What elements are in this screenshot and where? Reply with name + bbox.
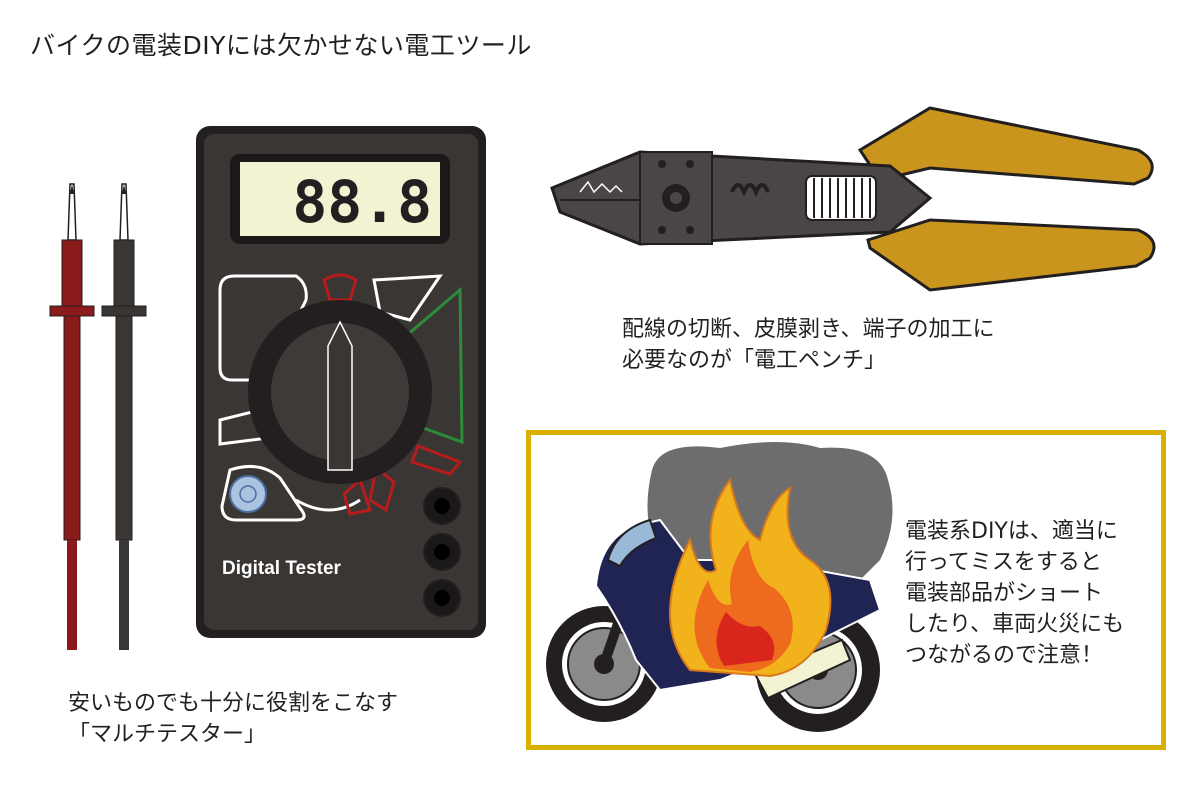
pliers-caption-line-1: 配線の切断、皮膜剥き、端子の加工に xyxy=(622,317,995,342)
pliers-caption: 配線の切断、皮膜剥き、端子の加工に 必要なのが「電工ペンチ」 xyxy=(622,314,994,376)
multimeter-icon xyxy=(196,126,486,638)
warning-caption-line-1: 電装系DIYは、適当に xyxy=(905,519,1118,544)
warning-caption: 電装系DIYは、適当に 行ってミスをすると 電装部品がショート したり、車両火災… xyxy=(905,516,1124,671)
pliers-caption-line-2: 必要なのが「電工ペンチ」 xyxy=(622,348,887,373)
lcd-readout: 88.8 xyxy=(292,168,432,236)
tester-caption-line-1: 安いものでも十分に役割をこなす xyxy=(68,691,399,716)
warning-caption-line-2: 行ってミスをすると xyxy=(905,550,1102,575)
warning-box xyxy=(526,430,1166,750)
page-title: バイクの電装DIYには欠かせない電工ツール xyxy=(30,31,532,60)
black-probe-icon xyxy=(101,183,147,650)
tester-label: Digital Tester xyxy=(222,558,342,579)
red-probe-icon xyxy=(49,183,95,650)
burning-motorcycle-icon xyxy=(546,442,893,732)
warning-caption-line-4: したり、車両火災にも xyxy=(905,612,1125,637)
tester-caption: 安いものでも十分に役割をこなす 「マルチテスター」 xyxy=(68,688,398,750)
tester-caption-line-2: 「マルチテスター」 xyxy=(68,722,267,747)
warning-caption-line-3: 電装部品がショート xyxy=(905,581,1104,606)
warning-caption-line-5: つながるので注意！ xyxy=(905,643,1104,668)
wire-stripper-pliers-icon xyxy=(550,106,1156,292)
